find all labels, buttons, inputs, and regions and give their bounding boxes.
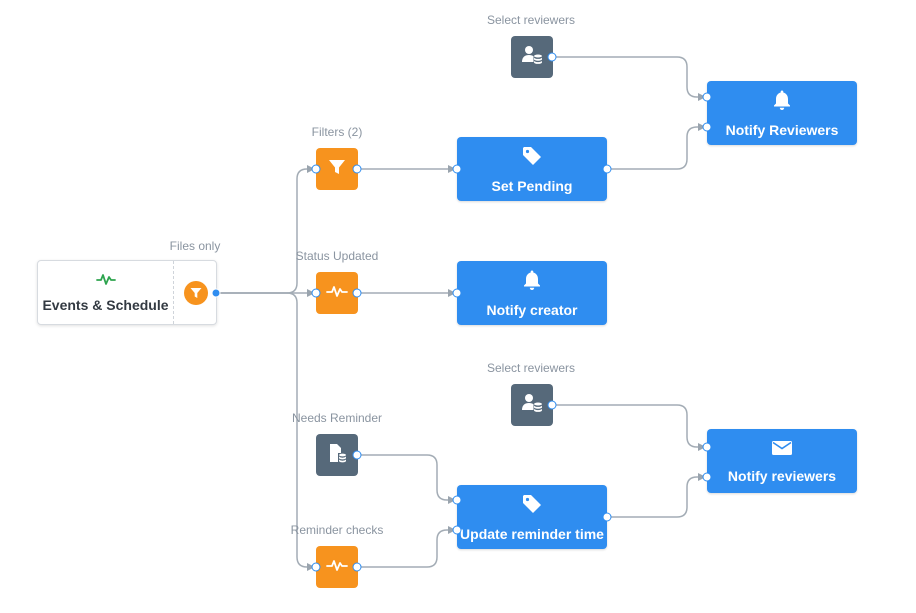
activity-icon [326, 558, 348, 577]
reminder-checks-label: Reminder checks [290, 523, 384, 537]
update-reminder-output-port[interactable] [602, 512, 612, 522]
notify-reviewers-bottom-input-port-2[interactable] [702, 472, 712, 482]
filter-icon[interactable] [184, 281, 208, 305]
set-pending-node[interactable]: Set Pending [457, 137, 607, 201]
connector-needsreminder-update [357, 454, 456, 504]
bell-icon [522, 269, 542, 296]
update-reminder-title: Update reminder time [460, 525, 604, 542]
filters-label: Filters (2) [311, 125, 363, 139]
update-reminder-input-port-2[interactable] [452, 525, 462, 535]
start-output-port[interactable] [211, 288, 221, 298]
notify-creator-input-port[interactable] [452, 288, 462, 298]
connector-start-filters [217, 165, 315, 294]
filters-input-port[interactable] [311, 164, 321, 174]
bell-icon [772, 89, 792, 116]
status-updated-label: Status Updated [295, 249, 379, 263]
notify-reviewers-top-input-port-1[interactable] [702, 92, 712, 102]
user-database-icon [520, 392, 544, 419]
notify-reviewers-top-title: Notify Reviewers [725, 121, 839, 138]
needs-reminder-node[interactable] [316, 434, 358, 476]
update-reminder-input-port-1[interactable] [452, 495, 462, 505]
activity-icon [95, 272, 116, 291]
tag-icon [521, 145, 543, 172]
reminder-checks-output-port[interactable] [352, 562, 362, 572]
filters-output-port[interactable] [352, 164, 362, 174]
update-reminder-node[interactable]: Update reminder time [457, 485, 607, 549]
notify-creator-title: Notify creator [486, 301, 578, 318]
connector-reviewers-notify-bottom [552, 404, 706, 451]
events-schedule-node[interactable]: Events & Schedule [37, 260, 217, 325]
notify-reviewers-bottom-title: Notify reviewers [727, 467, 837, 484]
filters-node[interactable] [316, 148, 358, 190]
document-database-icon [326, 442, 348, 469]
notify-reviewers-bottom-input-port-1[interactable] [702, 442, 712, 452]
start-node-title: Events & Schedule [42, 297, 169, 313]
reminder-checks-node[interactable] [316, 546, 358, 588]
user-database-icon [520, 44, 544, 71]
notify-creator-node[interactable]: Notify creator [457, 261, 607, 325]
activity-icon [326, 284, 348, 303]
select-reviewers-bottom-output-port[interactable] [547, 400, 557, 410]
set-pending-input-port[interactable] [452, 164, 462, 174]
notify-reviewers-top-node[interactable]: Notify Reviewers [707, 81, 857, 145]
status-updated-node[interactable] [316, 272, 358, 314]
tag-icon [521, 493, 543, 520]
set-pending-title: Set Pending [491, 177, 573, 194]
start-node-main[interactable]: Events & Schedule [38, 261, 174, 324]
start-filter-label: Files only [169, 239, 221, 253]
notify-reviewers-top-input-port-2[interactable] [702, 122, 712, 132]
select-reviewers-top-node[interactable] [511, 36, 553, 78]
connector-update-notify [607, 473, 706, 518]
mail-icon [771, 439, 793, 462]
select-reviewers-bottom-label: Select reviewers [486, 361, 576, 375]
filter-icon [327, 157, 347, 182]
notify-reviewers-bottom-node[interactable]: Notify reviewers [707, 429, 857, 493]
status-input-port[interactable] [311, 288, 321, 298]
needs-reminder-label: Needs Reminder [291, 411, 383, 425]
status-output-port[interactable] [352, 288, 362, 298]
needs-reminder-output-port[interactable] [352, 450, 362, 460]
select-reviewers-top-label: Select reviewers [486, 13, 576, 27]
select-reviewers-bottom-node[interactable] [511, 384, 553, 426]
set-pending-output-port[interactable] [602, 164, 612, 174]
select-reviewers-top-output-port[interactable] [547, 52, 557, 62]
connector-setpending-notify [607, 123, 706, 170]
reminder-checks-input-port[interactable] [311, 562, 321, 572]
connector-reviewers-notify-top [552, 56, 706, 101]
